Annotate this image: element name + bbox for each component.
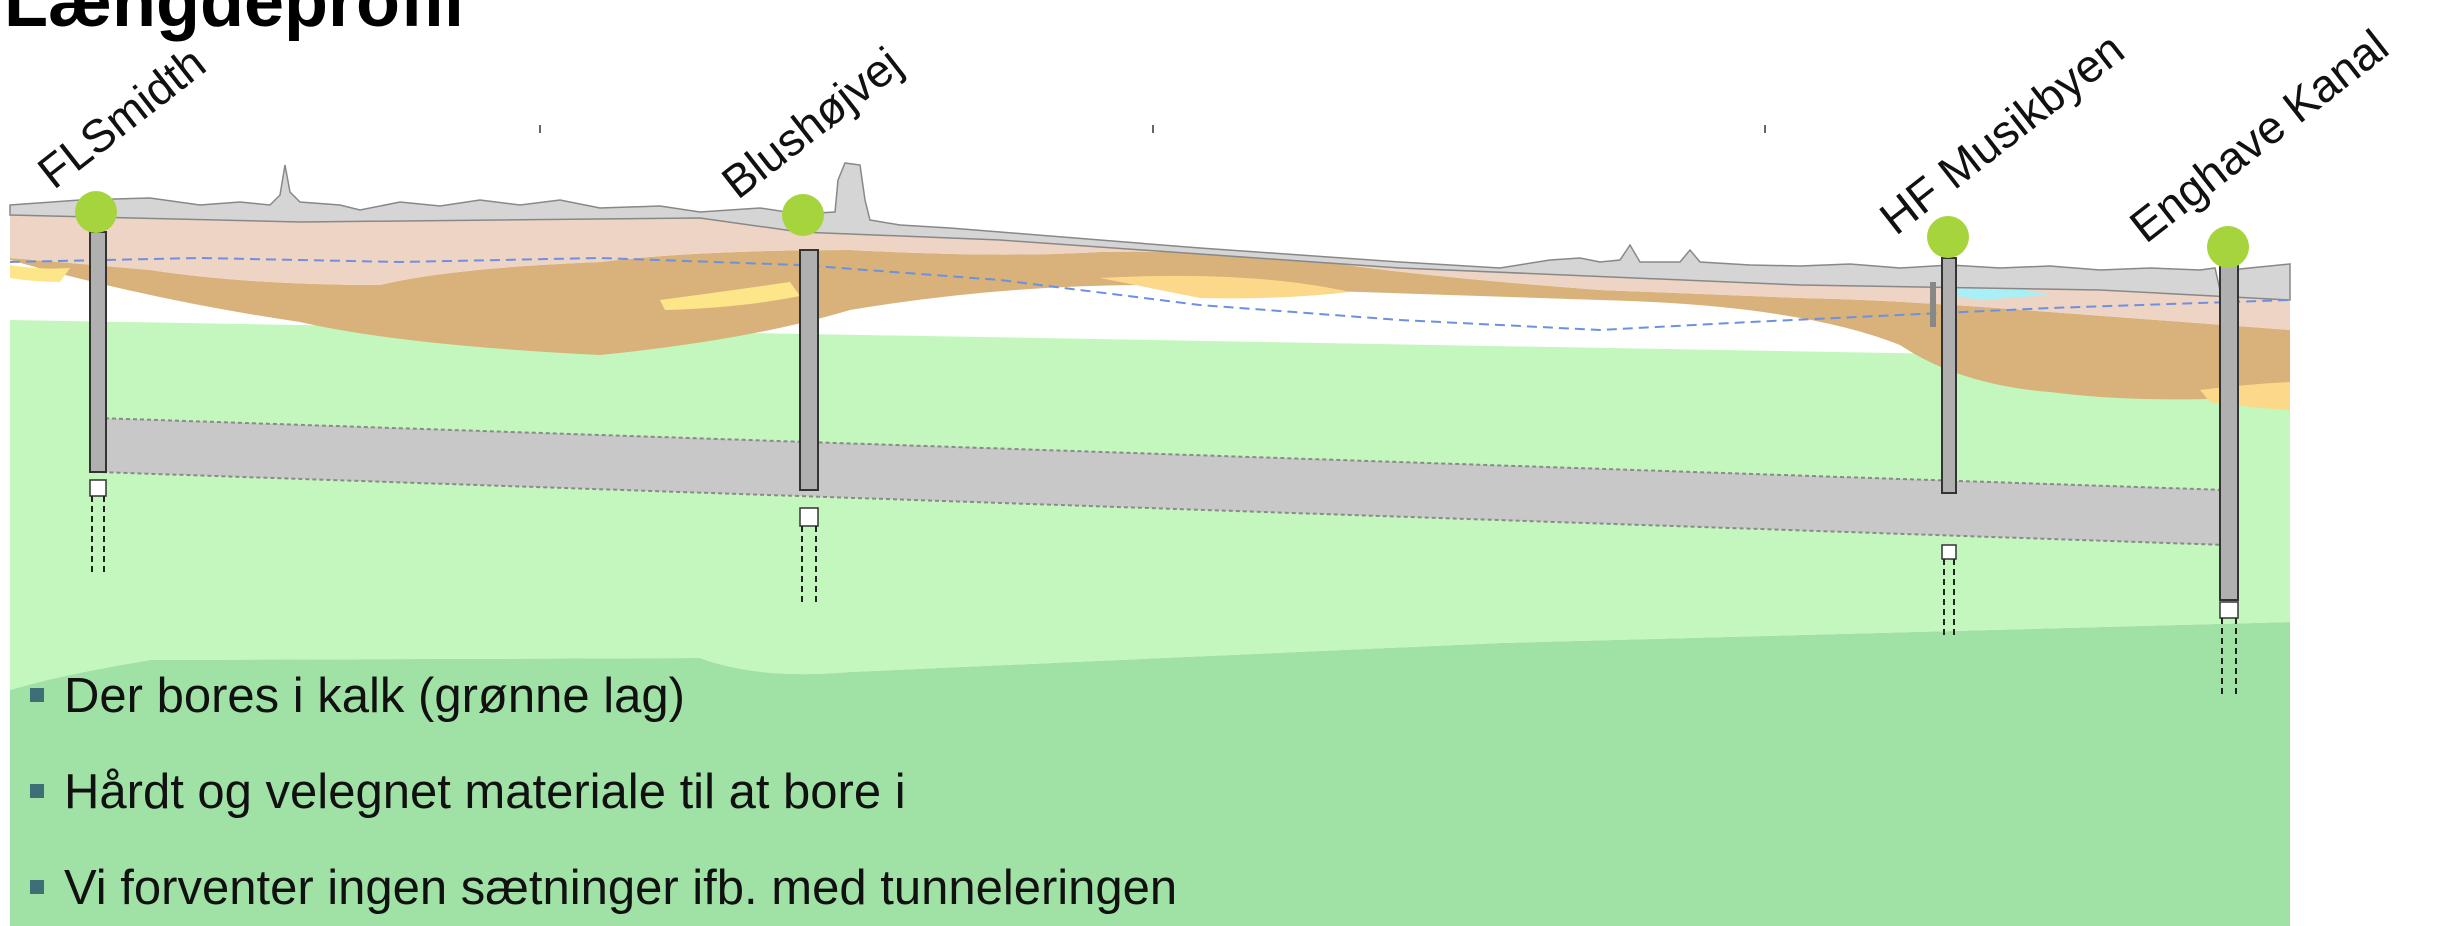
bullet-square-icon	[30, 688, 44, 703]
station-marker-enghave-kanal	[2207, 226, 2249, 268]
shaft-hf-musikbyen	[1930, 257, 1957, 638]
groundwater-line	[9, 256, 2291, 332]
station-marker-blushojvej	[782, 194, 824, 236]
fill-layer	[10, 215, 2290, 330]
shaft-blushojvej	[799, 249, 819, 605]
slide-title: Længdeprofil	[4, 0, 464, 42]
sand-lens-mid	[660, 282, 800, 310]
lower-limestone-layer	[10, 622, 2290, 926]
station-marker-flsmidth	[75, 191, 117, 233]
bullet-item: Hårdt og velegnet materiale til at bore …	[30, 764, 906, 820]
bullet-square-icon	[30, 880, 44, 895]
station-marker-hf-musikbyen	[1927, 216, 1969, 258]
bullet-square-icon	[30, 784, 44, 799]
clay-layer	[10, 250, 2290, 400]
bullet-item: Vi forventer ingen sætninger ifb. med tu…	[30, 860, 1177, 916]
sand-lens-left	[10, 265, 70, 282]
shaft-flsmidth	[89, 231, 107, 575]
sand-lens-center	[1100, 275, 1350, 299]
bullet-item: Der bores i kalk (grønne lag)	[30, 668, 685, 724]
